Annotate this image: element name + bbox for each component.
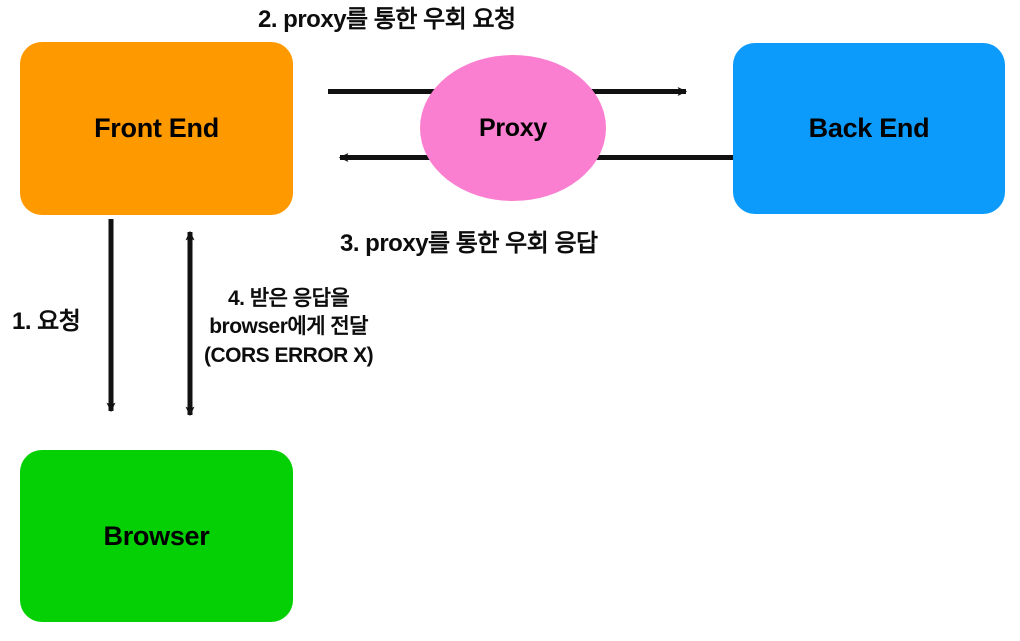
edge-label-step-4-line-2: browser에게 전달 — [209, 315, 368, 339]
edge-label-step-3: 3. proxy를 통한 우회 응답 — [340, 230, 598, 257]
node-back-end-label: Back End — [808, 113, 930, 143]
edge-label-step-1: 1. 요청 — [12, 308, 81, 335]
node-front-end[interactable]: Front End — [20, 42, 293, 215]
node-proxy-label: Proxy — [479, 113, 547, 142]
node-browser[interactable]: Browser — [20, 450, 293, 622]
node-back-end[interactable]: Back End — [733, 43, 1005, 214]
node-front-end-label: Front End — [94, 113, 219, 143]
edge-label-step-4-line-1: 4. 받은 응답을 — [227, 287, 350, 310]
node-browser-label: Browser — [103, 520, 210, 551]
edge-label-step-4-line-3: (CORS ERROR X) — [204, 343, 374, 367]
node-proxy[interactable]: Proxy — [420, 55, 606, 201]
edge-label-step-2: 2. proxy를 통한 우회 요청 — [258, 6, 516, 33]
edge-label-step-4: 4. 받은 응답을 browser에게 전달 (CORS ERROR X) — [204, 285, 374, 370]
